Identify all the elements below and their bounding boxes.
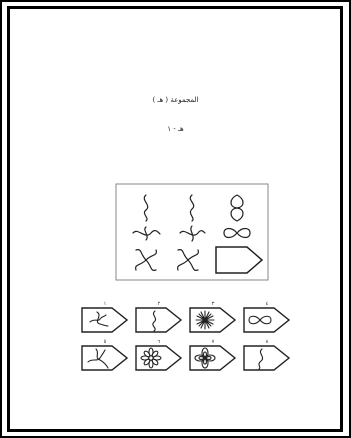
answer-option-4-label: ٤ <box>266 301 269 307</box>
answer-option-6-frame[interactable] <box>136 346 181 370</box>
matrix-cell-pinwheel-1 <box>136 250 157 271</box>
answer-option-4-frame[interactable] <box>244 308 289 332</box>
matrix-cell-infinity <box>224 229 250 238</box>
answer-option-8-frame[interactable] <box>244 346 289 370</box>
answer-option-7-label: ٧ <box>212 339 215 345</box>
answer-option-2-label: ٢ <box>158 301 161 307</box>
answer-option-1-label: ١ <box>104 301 107 307</box>
matrix-cell-wave-1 <box>144 195 147 221</box>
answer-option-7-frame[interactable] <box>190 346 235 370</box>
answer-option-1-frame[interactable] <box>82 308 127 332</box>
matrix-cell-wave-2 <box>190 195 193 221</box>
answer-option-6-label: ٦ <box>158 339 161 345</box>
matrix-cell-pinwheel-2 <box>178 250 199 271</box>
matrix-answer-slot <box>216 247 262 273</box>
answer-option-8-label: ٨ <box>266 339 269 345</box>
answer-option-5-frame[interactable] <box>82 346 127 370</box>
matrix-cell-cross-wave-2 <box>180 226 205 241</box>
answer-option-3-figure <box>196 311 214 329</box>
answer-option-5-label: ٥ <box>104 339 107 345</box>
answer-option-3-label: ٣ <box>212 301 215 307</box>
matrix-cell-figure-eight <box>231 195 243 221</box>
answer-option-2-frame[interactable] <box>136 308 181 332</box>
matrix-cell-cross-wave-1 <box>133 227 160 240</box>
